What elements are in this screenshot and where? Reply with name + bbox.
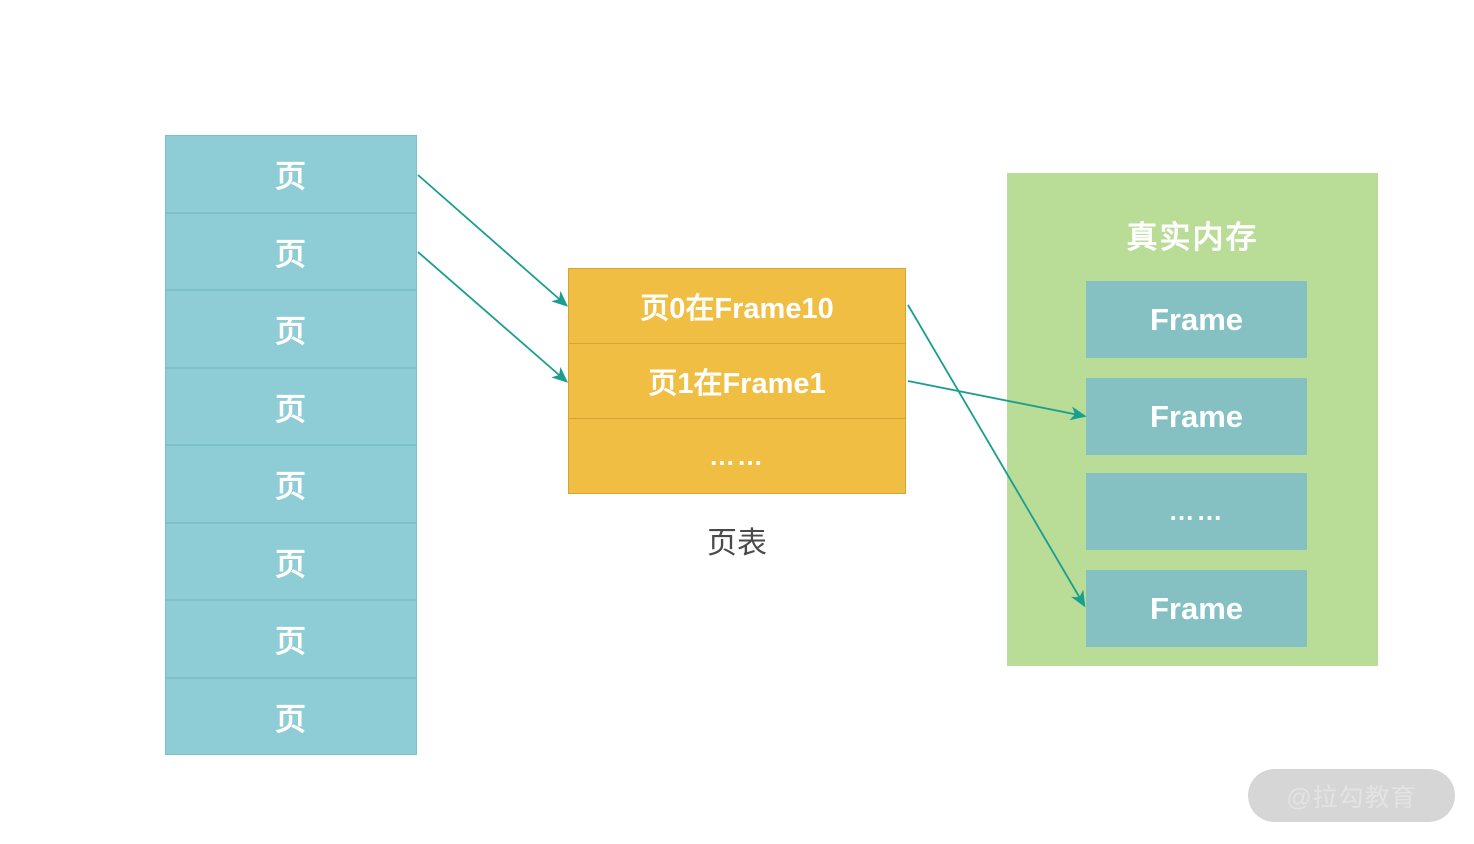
memory-frame: Frame [1086,570,1307,647]
virtual-pages-column: 页 页 页 页 页 页 页 页 [165,135,417,755]
page-table-row-label: 页1在Frame1 [648,368,826,400]
page-block-label: 页 [275,391,307,427]
page-table: 页0在Frame10 页1在Frame1 …… [568,268,906,494]
page0-to-pagetable-row0 [417,174,569,307]
memory-frame-label: Frame [1149,590,1244,626]
page-table-row-label: …… [709,440,765,471]
page-block-label: 页 [275,701,307,737]
page-table-row-label: 页0在Frame10 [640,293,834,325]
page1-to-pagetable-row1 [417,251,569,383]
page-table-caption: 页表 [707,527,767,560]
memory-frame: …… [1086,473,1307,550]
memory-frame: Frame [1086,378,1307,455]
page-block-label: 页 [275,314,307,350]
memory-frame-label: …… [1168,496,1225,526]
watermark-badge: @拉勾教育 [1248,769,1455,822]
memory-frame-label: Frame [1149,398,1244,434]
page-block: 页 [165,212,417,290]
page-table-row: …… [569,419,905,493]
real-memory-title: 真实内存 [1126,220,1259,255]
page-block-label: 页 [275,469,307,505]
memory-frame-label: Frame [1149,301,1244,337]
page-block: 页 [165,367,417,445]
page-table-row: 页0在Frame10 [569,269,905,344]
memory-frame: Frame [1086,281,1307,358]
page-block: 页 [165,135,417,213]
page-block: 页 [165,445,417,523]
page-block: 页 [165,290,417,368]
page-table-row: 页1在Frame1 [569,344,905,419]
page-block-label: 页 [275,159,307,195]
page-block: 页 [165,600,417,678]
page-block: 页 [165,677,417,755]
page-block-label: 页 [275,236,307,272]
page-block-label: 页 [275,546,307,582]
watermark-label: @拉勾教育 [1286,783,1417,812]
page-block-label: 页 [275,624,307,660]
real-memory-panel: 真实内存 Frame Frame …… Frame [1007,173,1378,666]
page-block: 页 [165,522,417,600]
